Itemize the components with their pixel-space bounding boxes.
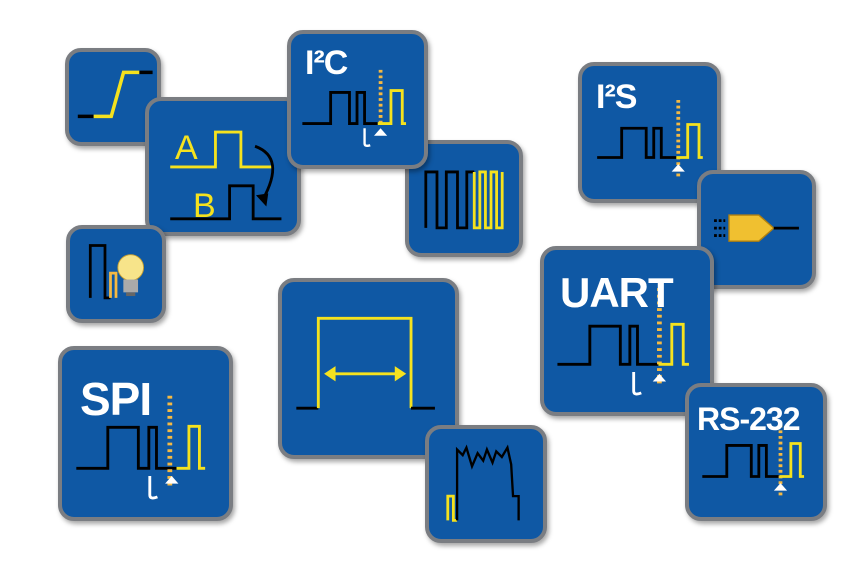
spi-label: SPI [80,373,152,425]
i2s-waveform-icon [597,99,703,178]
uart-label: UART [560,269,674,316]
i2c-waveform-icon [302,69,407,148]
square-wave-icon [424,170,504,230]
rs232-waveform-icon [702,424,805,496]
square-wave-tile[interactable] [405,140,523,257]
ab-trigger-tile[interactable]: A B [145,97,301,236]
i2c-label: I²C [305,44,348,82]
spi-tile[interactable]: SPI [58,346,233,521]
i2c-tile[interactable]: I²C [287,30,428,169]
logic-gate-tile[interactable] [697,170,816,289]
label-b: B [193,187,216,225]
uart-waveform-icon [557,288,689,396]
glitch-tile[interactable] [425,425,547,543]
sequence-trigger-icon [170,130,282,221]
lamp-tile[interactable] [66,225,166,323]
light-bulb-icon [88,244,145,300]
rising-edge-icon [77,70,153,119]
rs232-tile[interactable]: RS-232 [685,383,827,521]
spi-waveform-icon [76,395,206,500]
i2s-label: I²S [596,78,637,116]
runt-glitch-icon [446,444,520,522]
uart-tile[interactable]: UART [540,246,714,416]
label-a: A [175,129,198,167]
i2s-tile[interactable]: I²S [578,62,721,203]
and-gate-icon [714,214,799,242]
pulse-width-icon [296,316,435,410]
rs232-label: RS-232 [697,401,800,437]
edge-trigger-tile[interactable] [65,48,161,146]
